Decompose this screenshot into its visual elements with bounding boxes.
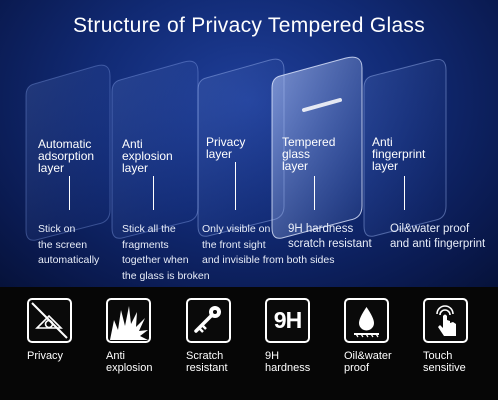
water-drop-icon [344,298,389,343]
layer-desc-anti-fingerprint: Oil&water proof and anti fingerprint [390,223,486,250]
layer-desc-anti-explosion: Stick all the fragments together when th… [122,223,210,282]
privacy-eye-icon [27,298,72,343]
layer-label-adsorption: Automatic adsorption layer [38,137,95,175]
layer-desc-adsorption: Stick on the screen automatically [38,223,100,266]
layer-label-privacy: Privacy layer [206,135,246,161]
layer-desc-tempered: 9H hardness scratch resistant [288,223,372,250]
connector-line [235,162,236,210]
feature-label: 9H hardness [265,350,311,374]
feature-oil-water-proof: Oil&water proof [344,298,406,374]
glass-sheet-4 [271,56,363,239]
feature-anti-explosion: Anti explosion [106,298,168,374]
glass-sheet-1 [25,64,111,241]
9h-icon: 9H [265,298,310,343]
feature-9h-hardness: 9H 9H hardness [265,298,327,374]
glass-sheet-5 [363,59,447,237]
layer-label-anti-explosion: Anti explosion layer [122,137,173,175]
feature-scratch-resistant: Scratch resistant [186,298,248,374]
feature-label: Anti explosion [106,350,153,374]
explosion-icon [106,298,151,343]
connector-line [404,176,405,210]
key-scratch-icon [186,298,231,343]
connector-line [314,176,315,210]
features-strip [0,287,498,400]
feature-label: Scratch resistant [186,350,228,374]
connector-line [69,176,70,210]
9h-icon-text: 9H [273,307,302,333]
feature-label: Oil&water proof [344,350,392,374]
connector-line [153,176,154,210]
touch-hand-icon [423,298,468,343]
feature-label: Privacy [27,350,64,362]
glass-layers-illustration [25,56,447,241]
layer-label-tempered: Tempered glass layer [282,135,336,173]
glass-sheet-2 [111,60,199,239]
feature-privacy: Privacy [27,298,89,363]
structure-panel: Structure of Privacy Tempered Glass [0,0,498,287]
feature-label: Touch sensitive [423,350,466,374]
layer-desc-privacy: Only visible on the front sight and invi… [202,223,335,266]
layer-label-anti-fingerprint: Anti fingerprint layer [372,135,426,173]
page-title: Structure of Privacy Tempered Glass [72,14,426,37]
feature-touch-sensitive: Touch sensitive [423,298,485,374]
